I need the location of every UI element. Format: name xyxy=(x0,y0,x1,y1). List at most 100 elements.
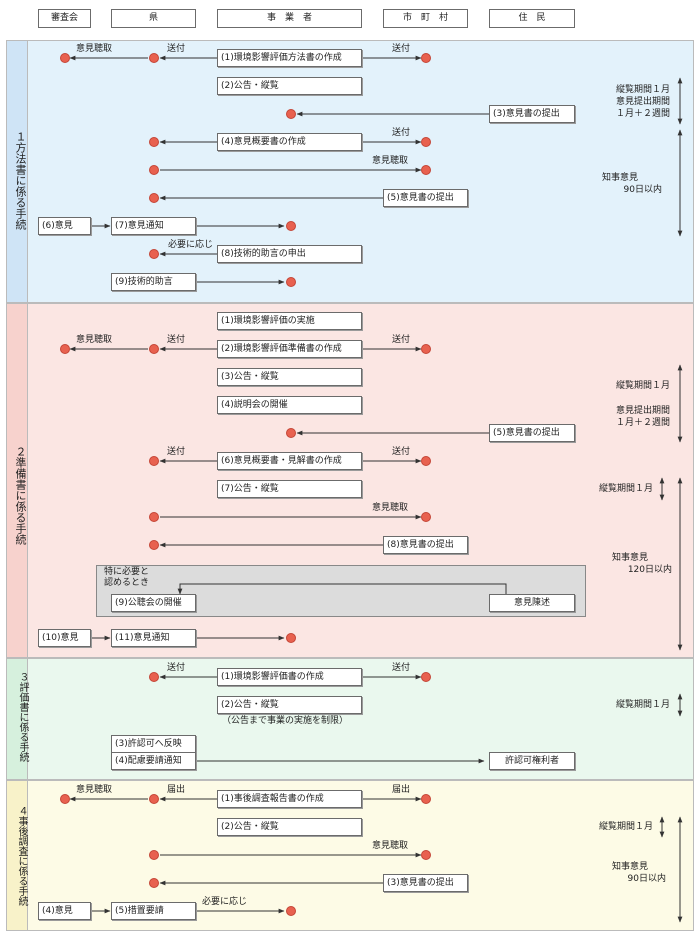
node-dot xyxy=(149,249,159,259)
s1-step-7: (7)意見通知 xyxy=(111,217,196,235)
s4-side-text: 縦覧期間１月 xyxy=(598,822,653,832)
node-dot xyxy=(286,906,296,916)
section2-tab xyxy=(6,303,28,658)
s2-step-9: (9)公聴会の開催 xyxy=(111,594,196,612)
s2-side-text: 120日以内 xyxy=(627,565,672,575)
node-dot xyxy=(286,221,296,231)
node-dot xyxy=(60,53,70,63)
node-dot xyxy=(149,850,159,860)
section4-title: ４事後調査に係る手続 xyxy=(16,806,27,906)
s1-side-text: 縦覧期間１月 xyxy=(615,85,670,95)
s4-label-iken-chosh: 意見聴取 xyxy=(76,785,113,795)
header-shichoson: 市 町 村 xyxy=(383,9,468,28)
s1-step-8: (8)技術的助言の申出 xyxy=(217,245,362,263)
s2-step-2: (2)環境影響評価準備書の作成 xyxy=(217,340,362,358)
s2-step-5: (5)意見書の提出 xyxy=(489,424,575,442)
s2-side-text: 縦覧期間１月 xyxy=(615,381,670,391)
s4-step-4: (4)意見 xyxy=(38,902,91,920)
s1-step-4: (4)意見概要書の作成 xyxy=(217,133,362,151)
node-dot xyxy=(149,878,159,888)
node-dot xyxy=(149,456,159,466)
s1-step-3: (3)意見書の提出 xyxy=(489,105,575,123)
section4-tab xyxy=(6,780,28,931)
s4-side-text: 90日以内 xyxy=(627,874,666,884)
s3-label-sofu: 送付 xyxy=(392,663,411,673)
s4-step-5: (5)措置要請 xyxy=(111,902,196,920)
s1-side-text: 知事意見 xyxy=(601,173,638,183)
section2-title: ２準備書に係る手続 xyxy=(14,445,27,545)
node-dot xyxy=(149,165,159,175)
s1-side-text: 90日以内 xyxy=(623,185,662,195)
s3-label-sofu: 送付 xyxy=(167,663,186,673)
s1-label-hitsuyo: 必要に応じ xyxy=(168,240,214,250)
node-dot xyxy=(60,344,70,354)
s3-step-1: (1)環境影響評価書の作成 xyxy=(217,668,362,686)
node-dot xyxy=(149,512,159,522)
node-dot xyxy=(149,794,159,804)
s4-step-3: (3)意見書の提出 xyxy=(383,874,468,892)
s3-kyoninka-kenrisha: 許認可権利者 xyxy=(489,752,575,770)
section1-title: １方法書に係る手続 xyxy=(14,130,27,230)
s1-label-iken-chosh: 意見聴取 xyxy=(372,156,409,166)
header-shinsakai: 審査会 xyxy=(38,9,91,28)
header-ken: 県 xyxy=(111,9,196,28)
s1-label-sofu: 送付 xyxy=(392,44,411,54)
s2-label-sofu: 送付 xyxy=(167,447,186,457)
node-dot xyxy=(421,53,431,63)
node-dot xyxy=(60,794,70,804)
s2-step-1: (1)環境影響評価の実施 xyxy=(217,312,362,330)
node-dot xyxy=(286,633,296,643)
s2-iken-chinjutsu: 意見陳述 xyxy=(489,594,575,612)
s4-label-hitsuyo: 必要に応じ xyxy=(202,897,248,907)
node-dot xyxy=(149,540,159,550)
node-dot xyxy=(421,344,431,354)
s2-step-11: (11)意見通知 xyxy=(111,629,196,647)
s2-label-tokuni: 認めるとき xyxy=(104,578,150,588)
node-dot xyxy=(421,672,431,682)
s2-side-text: 意見提出期間 xyxy=(615,406,670,416)
s4-label-todoke: 届出 xyxy=(392,785,411,795)
s1-label-iken-chosh: 意見聴取 xyxy=(76,44,113,54)
s2-label-sofu: 送付 xyxy=(392,335,411,345)
node-dot xyxy=(149,344,159,354)
s2-step-4: (4)説明会の開催 xyxy=(217,396,362,414)
node-dot xyxy=(421,137,431,147)
section3-title: ３評価書に係る手続 xyxy=(17,672,28,762)
s2-side-text: 縦覧期間１月 xyxy=(598,484,653,494)
s2-label-sofu: 送付 xyxy=(167,335,186,345)
s2-step-3: (3)公告・縦覧 xyxy=(217,368,362,386)
s2-side-text: 知事意見 xyxy=(611,553,648,563)
s3-restriction-note: （公告まで事業の実施を制限） xyxy=(222,716,349,726)
node-dot xyxy=(421,165,431,175)
s2-label-tokuni: 特に必要と xyxy=(104,567,150,577)
s1-step-9: (9)技術的助言 xyxy=(111,273,196,291)
s3-step-4: (4)配慮要請通知 xyxy=(111,752,196,770)
s4-label-iken-chosh: 意見聴取 xyxy=(372,841,409,851)
s3-side-text: 縦覧期間１月 xyxy=(615,700,670,710)
section1-tab xyxy=(6,40,28,303)
s1-step-5: (5)意見書の提出 xyxy=(383,189,468,207)
s2-label-iken-chosh: 意見聴取 xyxy=(76,335,113,345)
s2-step-7: (7)公告・縦覧 xyxy=(217,480,362,498)
node-dot xyxy=(286,109,296,119)
node-dot xyxy=(286,277,296,287)
s1-side-text: １月＋２週間 xyxy=(615,109,670,119)
s2-side-text: １月＋２週間 xyxy=(615,418,670,428)
node-dot xyxy=(149,53,159,63)
s4-side-text: 知事意見 xyxy=(611,862,648,872)
header-jumin: 住 民 xyxy=(489,9,575,28)
s2-step-10: (10)意見 xyxy=(38,629,91,647)
s2-step-6: (6)意見概要書・見解書の作成 xyxy=(217,452,362,470)
node-dot xyxy=(149,193,159,203)
s1-side-text: 意見提出期間 xyxy=(615,97,670,107)
s3-step-3: (3)許認可へ反映 xyxy=(111,735,196,753)
s4-label-todoke: 届出 xyxy=(167,785,186,795)
s1-label-sofu: 送付 xyxy=(392,128,411,138)
node-dot xyxy=(149,137,159,147)
node-dot xyxy=(421,850,431,860)
node-dot xyxy=(149,672,159,682)
header-jigyosha: 事 業 者 xyxy=(217,9,362,28)
s4-step-1: (1)事後調査報告書の作成 xyxy=(217,790,362,808)
node-dot xyxy=(421,794,431,804)
